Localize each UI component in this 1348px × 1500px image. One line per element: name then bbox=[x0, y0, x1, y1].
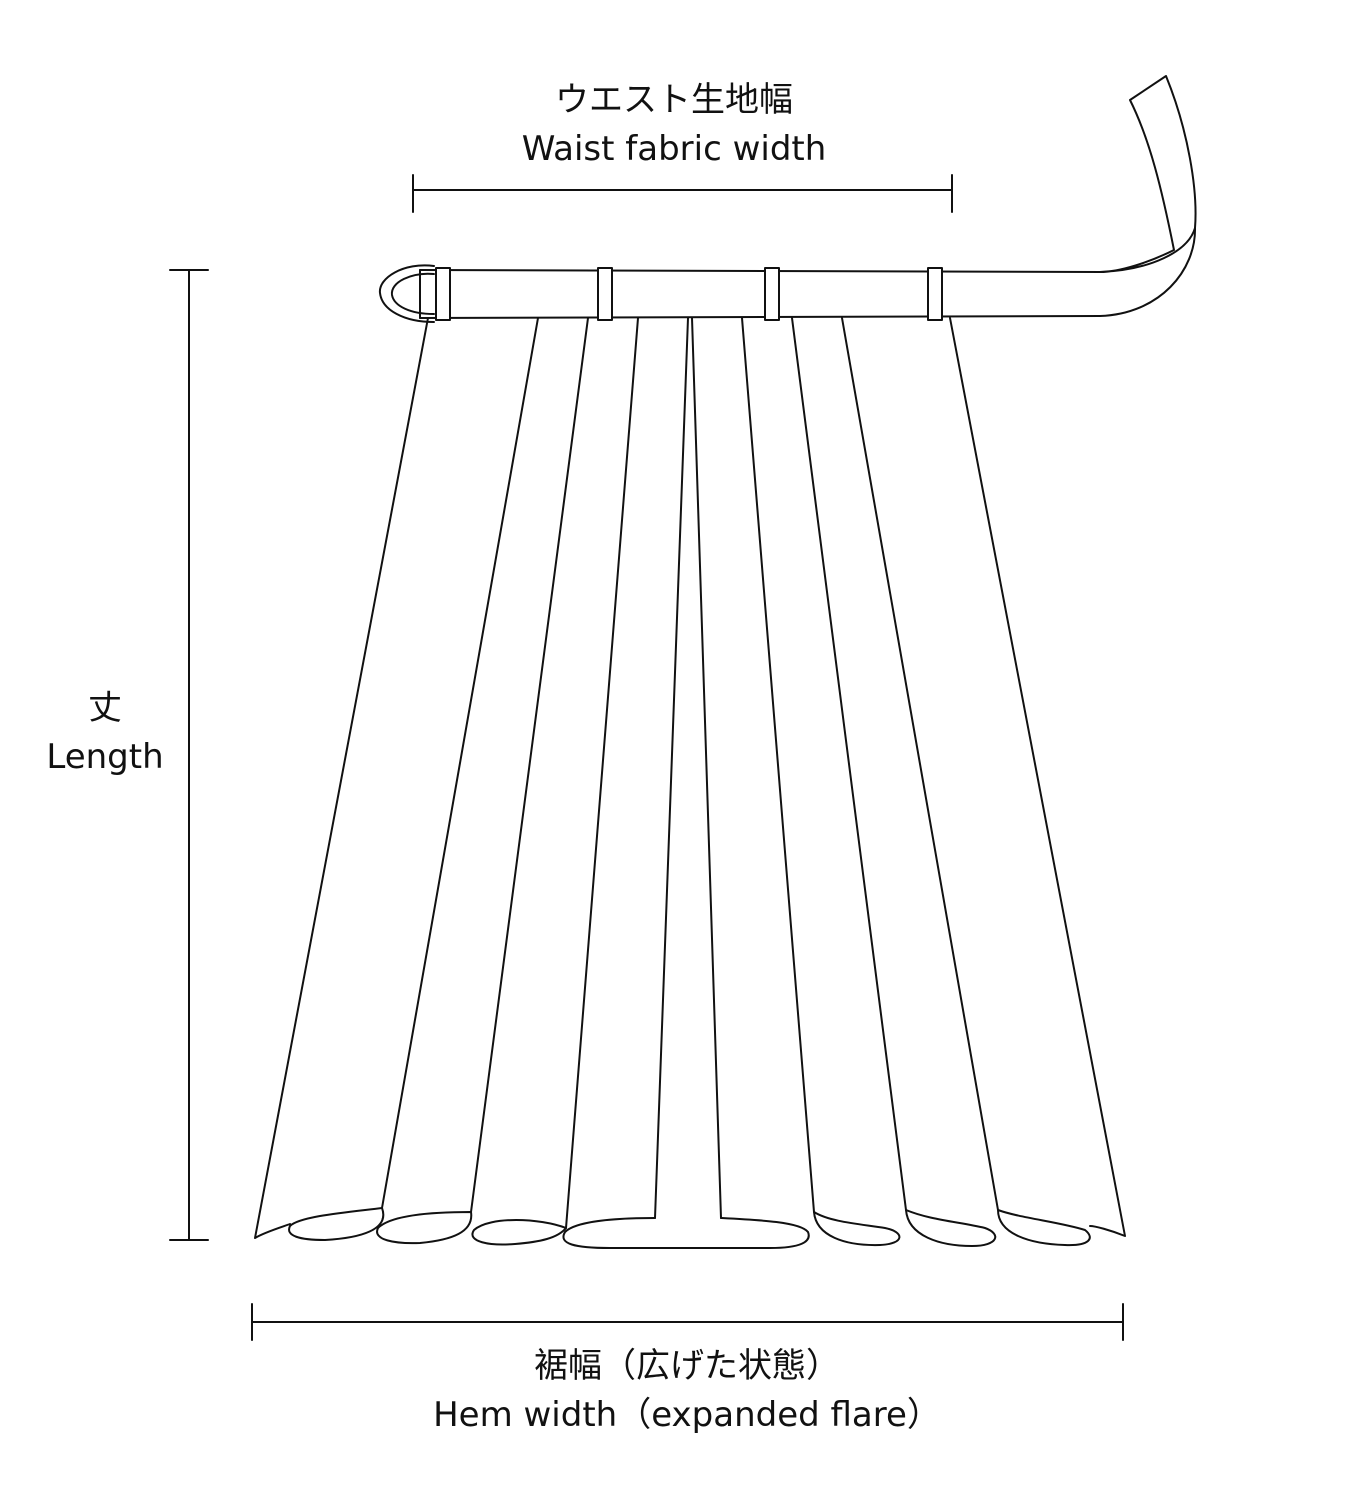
length-label: 丈 Length bbox=[10, 688, 200, 786]
hem-width-label-en: Hem width（expanded flare） bbox=[433, 1394, 941, 1435]
waist-dimension-line bbox=[412, 174, 953, 213]
waist-width-label-jp: ウエスト生地幅 bbox=[555, 80, 793, 120]
hem-dimension-line bbox=[251, 1303, 1124, 1341]
length-label-jp: 丈 bbox=[88, 688, 122, 728]
hem-width-label: 裾幅（広げた状態） Hem width（expanded flare） bbox=[337, 1346, 1037, 1444]
skirt-panels bbox=[254, 317, 1126, 1249]
hem-width-label-jp: 裾幅（広げた状態） bbox=[534, 1346, 840, 1386]
belt-loops bbox=[435, 267, 943, 321]
length-dimension-line bbox=[169, 269, 209, 1241]
waistband bbox=[419, 75, 1197, 319]
waist-width-label: ウエスト生地幅 Waist fabric width bbox=[374, 80, 974, 178]
waist-width-label-en: Waist fabric width bbox=[521, 128, 827, 169]
d-ring bbox=[378, 264, 435, 323]
length-label-en: Length bbox=[46, 736, 164, 777]
